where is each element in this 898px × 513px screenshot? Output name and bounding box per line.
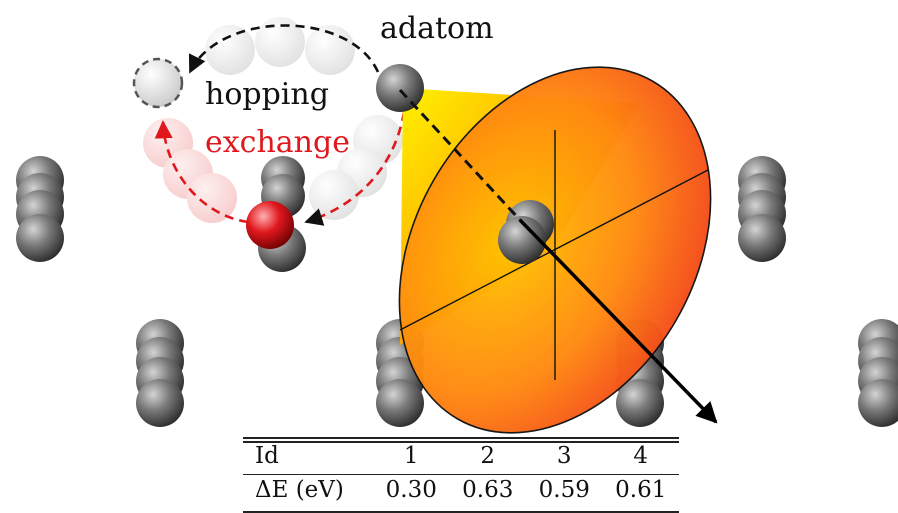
atom-column-far-right-lower	[858, 319, 898, 427]
row-label: ΔE (eV)	[255, 477, 344, 503]
value-cell: 0.63	[462, 477, 514, 503]
id-cell: 4	[633, 443, 649, 469]
energy-table: Id 1 2 3 4 ΔE (eV) 0.30 0.63 0.59 0.61	[243, 439, 679, 507]
value-cell: 0.59	[538, 477, 590, 503]
atom-under-cone-lower	[498, 216, 546, 264]
atom-column-right-upper	[738, 156, 786, 262]
table-mid-rule	[243, 474, 679, 475]
exchange-red-atom	[246, 201, 294, 249]
id-cell: 2	[480, 443, 496, 469]
id-cell: 3	[556, 443, 572, 469]
header-label: Id	[255, 443, 279, 469]
value-cell: 0.30	[385, 477, 437, 503]
exchange-path	[154, 120, 249, 224]
value-cell: 0.61	[615, 477, 667, 503]
exchange-label: exchange	[205, 125, 350, 160]
adatom-to-exchange-path	[304, 111, 406, 226]
atom-column-left-lower	[136, 319, 184, 427]
atom-column-left-upper	[16, 156, 64, 262]
table-top-rule-2	[243, 441, 679, 443]
id-cell: 1	[403, 443, 419, 469]
hopping-target-site	[132, 57, 184, 109]
cone-base-horizontal-line	[399, 169, 709, 331]
direction-arrow	[518, 218, 718, 424]
table-header-row: Id 1 2 3 4	[243, 439, 679, 473]
table-bottom-rule	[243, 511, 679, 513]
direction-arrow-dashed	[398, 88, 522, 222]
table-value-row: ΔE (eV) 0.30 0.63 0.59 0.61	[243, 473, 679, 507]
hopping-path	[188, 24, 380, 74]
adatom-label: adatom	[380, 11, 494, 46]
hopping-label: hopping	[205, 77, 329, 112]
adatom-atom	[376, 64, 424, 112]
table-top-rule	[243, 437, 679, 439]
